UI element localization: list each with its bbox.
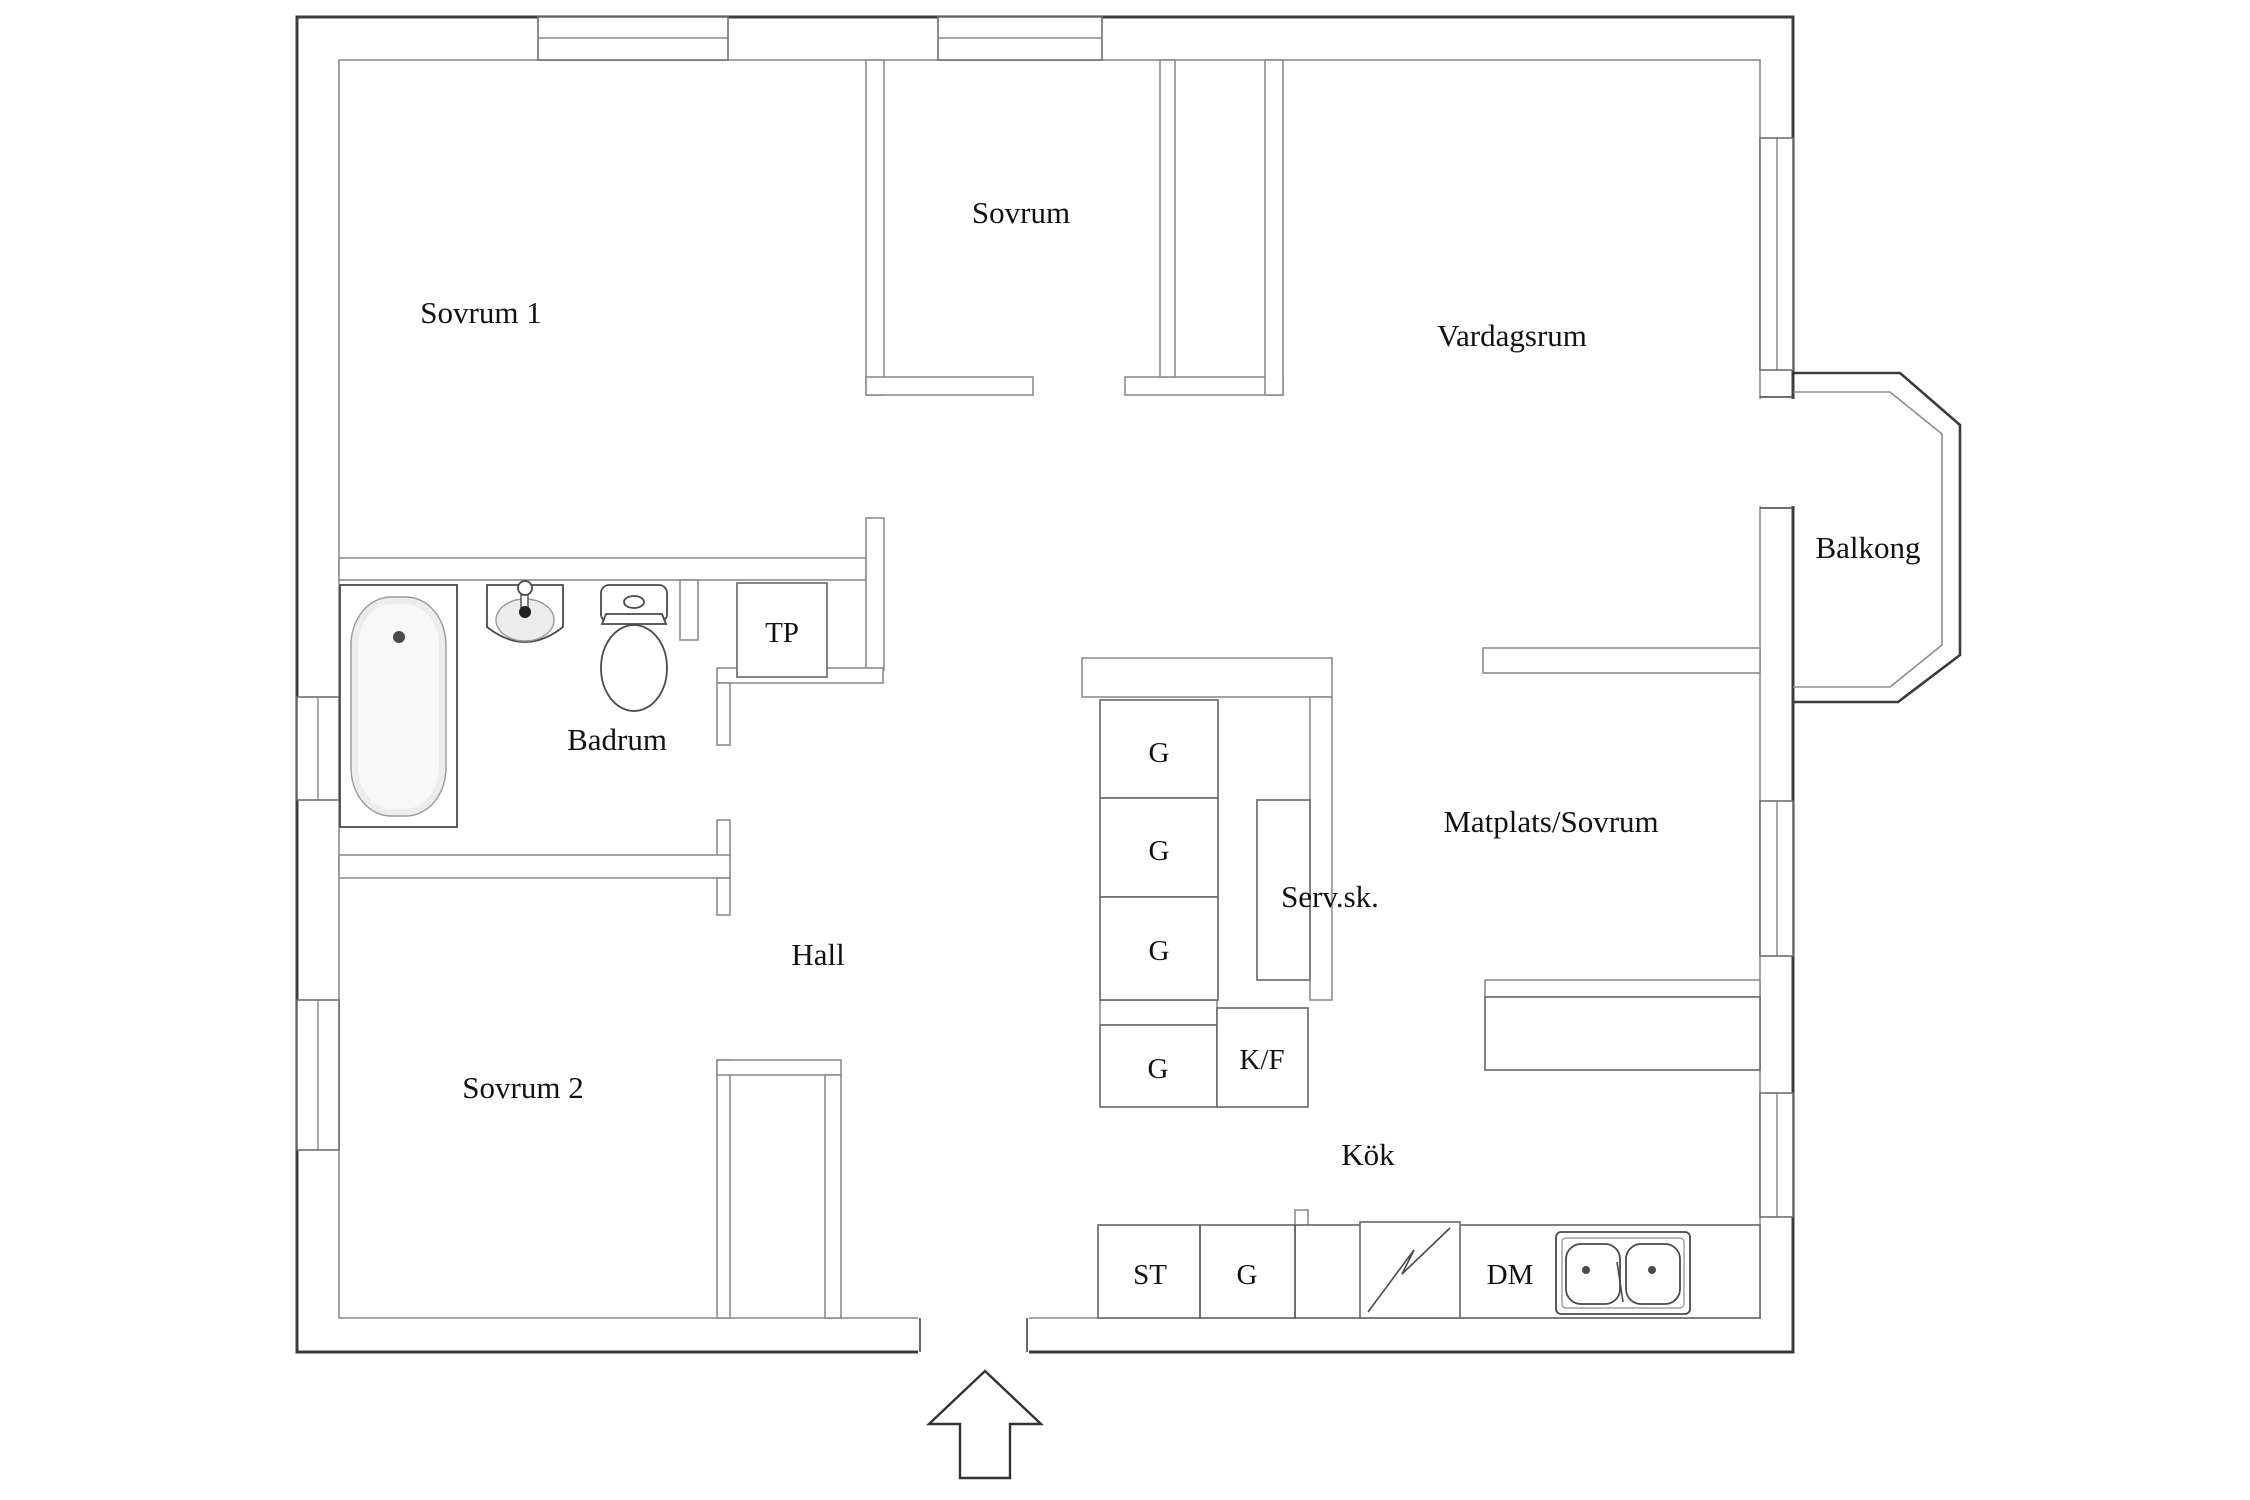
wall-sovrum1-east-upper xyxy=(865,59,885,396)
wardrobe-g4 xyxy=(1099,1024,1218,1108)
label-servsk: Serv.sk. xyxy=(1281,879,1379,914)
label-matplats: Matplats/Sovrum xyxy=(1443,804,1658,839)
interior-walls xyxy=(338,59,1761,1319)
exterior-wall-inner-line xyxy=(338,59,1761,1319)
window-right-kok xyxy=(1759,1092,1794,1218)
wall-matplats-kok xyxy=(1484,979,1761,998)
label-g2: G xyxy=(1149,835,1170,867)
kitchen-counter-north xyxy=(1484,996,1761,1071)
wall-hall-west xyxy=(865,517,885,671)
stove-box xyxy=(1359,1221,1461,1319)
wall-sovrum2-east-upper xyxy=(716,877,731,916)
service-shaft-box xyxy=(1256,799,1311,981)
label-g3: G xyxy=(1149,935,1170,967)
wardrobe-g2 xyxy=(1099,797,1219,898)
label-g1: G xyxy=(1149,737,1170,769)
label-sovrum1: Sovrum 1 xyxy=(420,295,541,330)
wall-badrum-east-upper xyxy=(716,682,731,746)
wall-g-divider xyxy=(1099,999,1218,1026)
wall-closetbank-east xyxy=(1309,696,1333,1001)
window-top-sovrum1 xyxy=(537,16,729,61)
label-g5: G xyxy=(1237,1259,1258,1291)
window-right-vardagsrum xyxy=(1759,137,1794,371)
label-hall: Hall xyxy=(791,937,844,972)
wall-entry-connector xyxy=(716,1059,842,1076)
hall-wardrobes xyxy=(1099,699,1311,1108)
wall-vardagsrum-west xyxy=(1264,59,1284,396)
wall-sovrum-east xyxy=(1159,59,1176,378)
entrance-arrow-icon xyxy=(925,1369,1045,1480)
label-kf: K/F xyxy=(1239,1044,1284,1076)
wall-badrum-south xyxy=(338,854,731,879)
wall-sovrum2-east-lower xyxy=(716,1059,731,1319)
wall-entry-west xyxy=(824,1074,842,1319)
toilet-icon xyxy=(600,584,668,712)
tp-box xyxy=(736,582,828,678)
label-g4: G xyxy=(1148,1053,1169,1085)
window-left-badrum xyxy=(296,696,340,801)
label-st: ST xyxy=(1133,1259,1167,1291)
bathtub-icon xyxy=(339,584,458,828)
window-top-sovrum xyxy=(937,16,1103,61)
entrance-opening xyxy=(918,1313,1029,1357)
label-vardagsrum: Vardagsrum xyxy=(1437,318,1587,353)
label-sovrum2: Sovrum 2 xyxy=(462,1070,583,1105)
balcony-outline xyxy=(1793,371,1962,704)
label-dm: DM xyxy=(1487,1259,1534,1291)
wall-tp-stub xyxy=(679,579,699,641)
wall-sovrum1-south xyxy=(338,557,867,581)
wall-closetbank-north xyxy=(1081,657,1333,698)
wardrobe-g3 xyxy=(1099,896,1219,1001)
bathtub-drain xyxy=(393,631,405,643)
label-sovrum: Sovrum xyxy=(972,195,1070,230)
stove-zigzag-icon xyxy=(1367,1227,1451,1313)
wardrobe-g1 xyxy=(1099,699,1219,799)
wall-badrum-east-lower xyxy=(716,819,731,859)
wall-vardagsrum-matplats xyxy=(1482,647,1761,674)
wall-sovrum-south-right xyxy=(1124,376,1284,396)
label-kok: Kök xyxy=(1341,1137,1395,1172)
kitchen-sink-icon xyxy=(1555,1231,1691,1315)
window-right-matplats xyxy=(1759,800,1794,957)
label-badrum: Badrum xyxy=(567,722,667,757)
bathroom-sink-icon xyxy=(486,580,564,643)
balcony-door-opening xyxy=(1756,396,1797,509)
fridge-freezer-box xyxy=(1216,1007,1309,1108)
window-left-sovrum2 xyxy=(296,999,340,1151)
label-tp: TP xyxy=(765,617,799,649)
wall-sovrum-south-left xyxy=(865,376,1034,396)
label-balkong: Balkong xyxy=(1815,530,1920,565)
